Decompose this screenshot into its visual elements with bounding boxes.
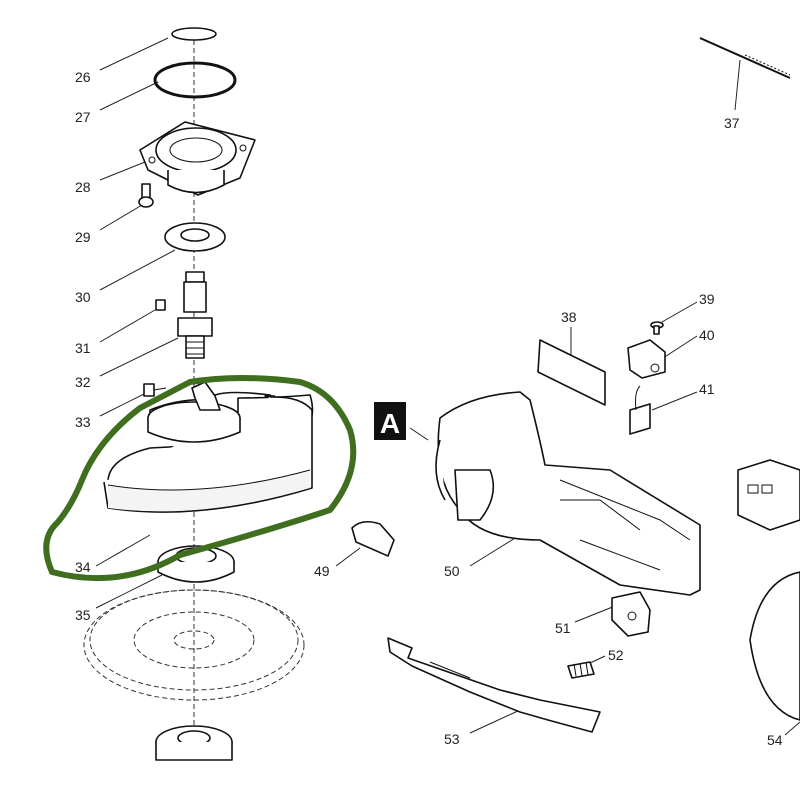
callout-49: 49: [314, 563, 330, 579]
part-switch: [737, 459, 800, 531]
leader-lines: [95, 37, 800, 736]
callout-30: 30: [75, 289, 91, 305]
callout-41: 41: [699, 381, 715, 397]
callout-29: 29: [75, 229, 91, 245]
callout-26: 26: [75, 69, 91, 85]
part-50-motor-housing: [435, 391, 701, 596]
part-28-bearing-box: [139, 121, 256, 196]
callout-27: 27: [75, 109, 91, 125]
part-54-rear-cover: [749, 571, 800, 721]
part-52-spring: [567, 661, 595, 679]
part-26-top-ring: [171, 27, 217, 41]
callout-52: 52: [608, 647, 624, 663]
callout-37: 37: [724, 115, 740, 131]
part-53-switch-lever: [387, 637, 601, 733]
part-51-brush-holder: [611, 591, 651, 637]
part-lock-nut: [155, 725, 233, 761]
part-37-long-screw: [699, 37, 791, 79]
callout-40: 40: [699, 327, 715, 343]
callout-34: 34: [75, 559, 91, 575]
part-39-small-screw: [650, 321, 664, 335]
callout-31: 31: [75, 340, 91, 356]
part-32-spindle: [177, 271, 213, 359]
part-38-label-plate: [537, 339, 606, 406]
part-34-wheel-guard: [103, 381, 314, 513]
highlight-loop: [43, 375, 357, 582]
callout-50: 50: [444, 563, 460, 579]
part-41-carbon-brush: [629, 385, 651, 435]
callout-39: 39: [699, 291, 715, 307]
part-29-screw: [138, 183, 154, 208]
callout-28: 28: [75, 179, 91, 195]
callout-32: 32: [75, 374, 91, 390]
part-40-brush-holder: [627, 339, 666, 379]
callout-labels: 26 27 28 29 30 31 32 33 34 35 37 38 39 4…: [75, 69, 783, 748]
section-marker-letter: A: [380, 408, 400, 439]
part-30-washer: [164, 222, 226, 252]
callout-35: 35: [75, 607, 91, 623]
grinding-wheel-outline: [83, 589, 305, 701]
callout-51: 51: [555, 620, 571, 636]
callout-38: 38: [561, 309, 577, 325]
part-33-screw: [143, 383, 167, 397]
part-49-lock-button: [351, 520, 395, 557]
part-27-o-ring: [153, 61, 237, 99]
callout-54: 54: [767, 732, 783, 748]
callout-53: 53: [444, 731, 460, 747]
section-marker-a: A: [374, 402, 406, 440]
part-31-key: [155, 299, 166, 311]
callout-33: 33: [75, 414, 91, 430]
